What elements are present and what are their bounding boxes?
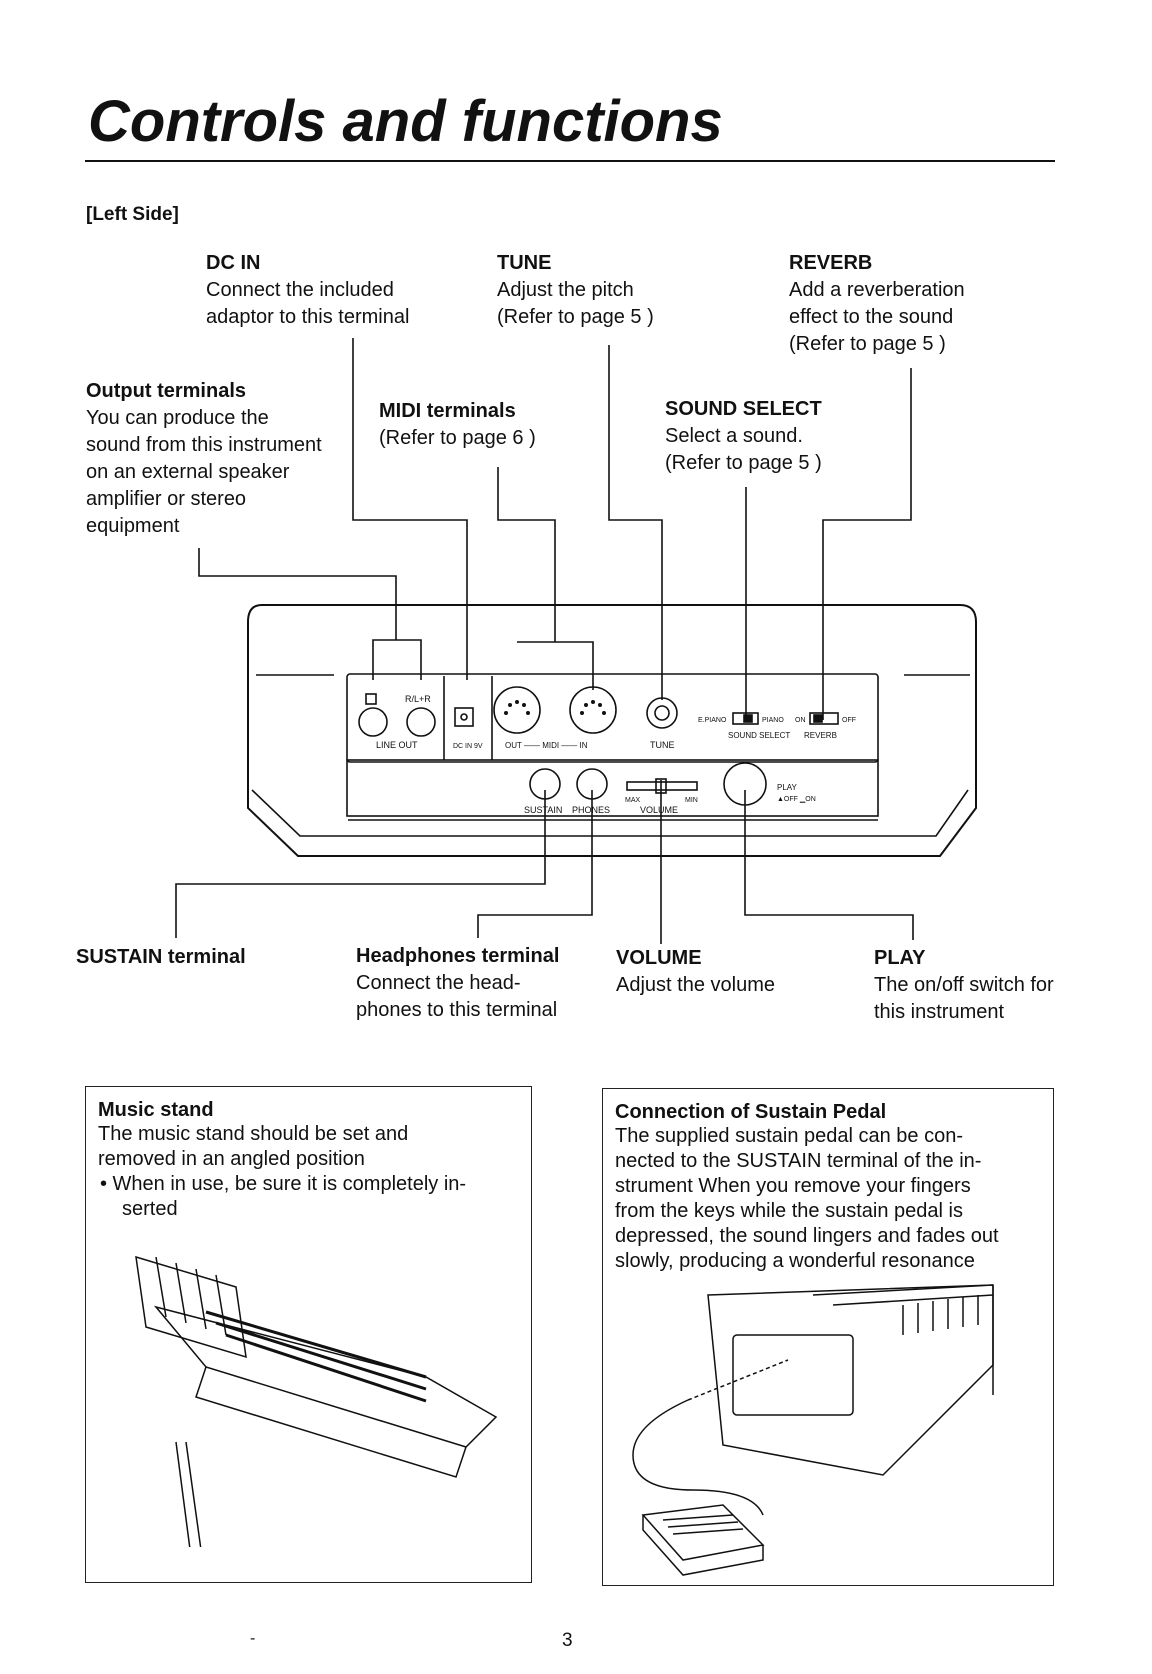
label-play-heading: PLAY [874,947,926,969]
panel-tune: TUNE [650,740,675,750]
section-heading: [Left Side] [86,204,179,225]
panel-dc-in: DC IN 9V [453,743,483,750]
label-dc-in-text: Connect the included adaptor to this ter… [206,279,410,328]
label-reverb-text: Add a reverberation effect to the sound … [789,279,965,355]
label-midi: MIDI terminals (Refer to page 6 ) [379,398,536,452]
music-stand-text: The music stand should be set and remove… [98,1123,409,1170]
play-button [723,762,767,806]
label-reverb-heading: REVERB [789,252,873,274]
panel-line-out: LINE OUT [376,740,418,750]
leader-play [744,790,914,940]
midi-in-port [569,686,617,734]
panel-off: OFF [842,717,856,724]
label-tune: TUNE Adjust the pitch (Refer to page 5 ) [497,250,654,331]
footer-mark: - [250,1630,256,1647]
phones-jack [576,768,608,800]
label-output: Output terminals You can produce the sou… [86,378,322,540]
panel-midi-out-in: OUT —— MIDI —— IN [505,741,588,750]
reverb-switch [809,712,839,725]
sustain-pedal-text: The supplied sustain pedal can be con- n… [615,1125,999,1272]
dc-in-jack [454,707,474,727]
label-play: PLAY The on/off switch for this instrume… [874,945,1054,1026]
midi-out-port [493,686,541,734]
panel-outer [247,604,977,857]
music-stand-bullet: • When in use, be sure it is completely … [100,1173,467,1220]
label-play-text: The on/off switch for this instrument [874,974,1054,1023]
leader-tune [608,345,663,700]
leader-sustain [175,790,546,938]
panel-upper-frame [346,673,879,763]
panel-e-piano: E.PIANO [698,717,727,724]
label-headphones-text: Connect the head- phones to this termina… [356,972,558,1021]
panel-play: PLAY [777,783,798,792]
label-volume: VOLUME Adjust the volume [616,945,775,999]
panel-reverb: REVERB [804,731,837,740]
label-tune-heading: TUNE [497,252,552,274]
leader-dc-in [352,338,468,680]
panel-sustain: SUSTAIN [524,805,562,815]
leader-midi-bracket [517,641,594,690]
sustain-jack [529,768,561,800]
label-sustain-heading: SUSTAIN terminal [76,946,246,968]
leader-reverb [822,368,912,720]
label-sound-select-text: Select a sound. (Refer to page 5 ) [665,425,822,474]
panel-play-states: ▲OFF ▁ON [777,796,816,803]
sustain-pedal-heading: Connection of Sustain Pedal [615,1101,887,1123]
sound-select-switch [732,712,759,725]
panel-piano: PIANO [762,717,784,724]
panel-on: ON [795,717,806,724]
label-sustain: SUSTAIN terminal [76,944,246,971]
panel-volume: VOLUME [640,805,678,815]
label-sound-select: SOUND SELECT Select a sound. (Refer to p… [665,396,822,477]
label-dc-in-heading: DC IN [206,252,261,274]
panel-min: MIN [685,797,698,804]
panel-bottom-curve [251,789,969,837]
sustain-pedal-box: Connection of Sustain Pedal The supplied… [602,1088,1054,1586]
page-title: Controls and functions [88,89,723,154]
panel-phones: PHONES [572,805,610,815]
line-out-l-jack [358,707,388,737]
leader-midi [497,467,556,642]
panel-r-mark: R/L+R [405,694,431,704]
label-output-heading: Output terminals [86,380,247,402]
label-dc-in: DC IN Connect the included adaptor to th… [206,250,409,331]
side-panel-diagram: LINE OUT R/L+R DC IN 9V OUT —— MIDI —— I… [175,338,977,944]
label-midi-text: (Refer to page 6 ) [379,427,536,449]
music-stand-heading: Music stand [98,1099,214,1121]
music-stand-box: Music stand The music stand should be se… [85,1086,532,1583]
line-out-r-jack [406,707,436,737]
label-midi-heading: MIDI terminals [379,400,516,422]
sustain-pedal-illustration [632,1284,994,1576]
label-output-text: You can produce the sound from this inst… [86,407,322,537]
title-rule [85,160,1055,162]
l-mark-icon [365,693,377,705]
tune-knob [646,697,678,729]
panel-sound-select: SOUND SELECT [728,731,790,740]
leader-output [198,548,422,680]
label-volume-text: Adjust the volume [616,974,775,996]
volume-slider [626,781,698,791]
label-tune-text: Adjust the pitch (Refer to page 5 ) [497,279,654,328]
label-sound-select-heading: SOUND SELECT [665,398,822,420]
label-reverb: REVERB Add a reverberation effect to the… [789,250,965,358]
panel-lower-frame [346,759,879,817]
label-headphones: Headphones terminal Connect the head- ph… [356,943,559,1024]
label-headphones-heading: Headphones terminal [356,945,560,967]
label-volume-heading: VOLUME [616,947,702,969]
panel-max: MAX [625,797,641,804]
leader-headphones [477,790,593,938]
music-stand-illustration [135,1255,498,1547]
page-number: 3 [562,1630,573,1651]
